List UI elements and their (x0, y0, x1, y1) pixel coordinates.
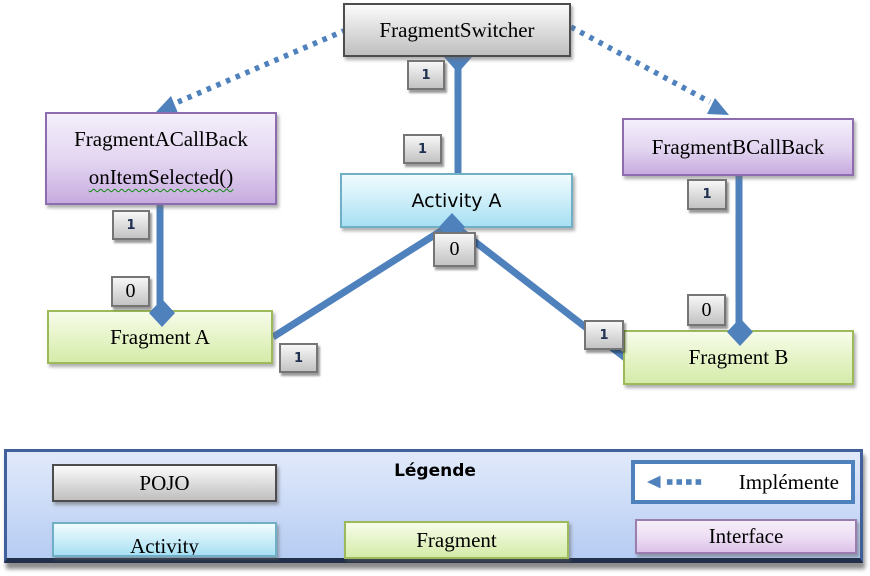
edge-activity-to-fragment-a (271, 221, 454, 340)
node-fragmentacallback: FragmentACallBack onItemSelected() (45, 112, 277, 205)
multiplicity-above-fragment-b: 0 (687, 294, 726, 326)
arrowhead-to-acallback (156, 96, 178, 113)
multiplicity-below-switcher: 1 (407, 60, 445, 90)
legend-item-pojo: POJO (52, 464, 277, 502)
node-fragmentbcallback: FragmentBCallBack (622, 118, 854, 176)
legend-panel: Légende POJO Activity Fragment Implément… (4, 449, 863, 563)
implements-arrow-icon (647, 475, 702, 489)
aggregation-diamond-fragment-a (149, 299, 175, 327)
legend-item-fragment: Fragment (344, 521, 569, 559)
multiplicity-right-of-fragment-a: 1 (279, 343, 318, 373)
legend-title: Légende (394, 461, 476, 481)
node-fragment-b-label: Fragment B (688, 345, 789, 369)
node-fragmentacallback-method: onItemSelected() (88, 165, 234, 189)
legend-item-activity: Activity (52, 522, 277, 557)
arrowhead-to-bcallback (707, 98, 729, 115)
node-fragmentbcallback-label: FragmentBCallBack (651, 134, 825, 159)
aggregation-diamond-fragment-b (727, 318, 753, 346)
legend-item-implements: Implémente (631, 460, 855, 504)
node-activity-a-label: Activity A (411, 189, 502, 212)
node-fragmentswitcher: FragmentSwitcher (343, 3, 571, 57)
multiplicity-below-activity: 0 (433, 232, 476, 267)
node-fragmentacallback-title: FragmentACallBack (74, 127, 248, 151)
multiplicity-above-fragment-a: 0 (111, 276, 150, 307)
node-fragment-a-label: Fragment A (110, 324, 210, 349)
node-fragmentswitcher-label: FragmentSwitcher (379, 17, 535, 42)
legend-item-interface: Interface (635, 519, 857, 554)
multiplicity-above-activity: 1 (403, 134, 442, 164)
multiplicity-left-of-fragment-b: 1 (584, 320, 624, 350)
multiplicity-below-bcallback: 1 (687, 179, 727, 210)
multiplicity-below-acallback: 1 (112, 210, 150, 240)
